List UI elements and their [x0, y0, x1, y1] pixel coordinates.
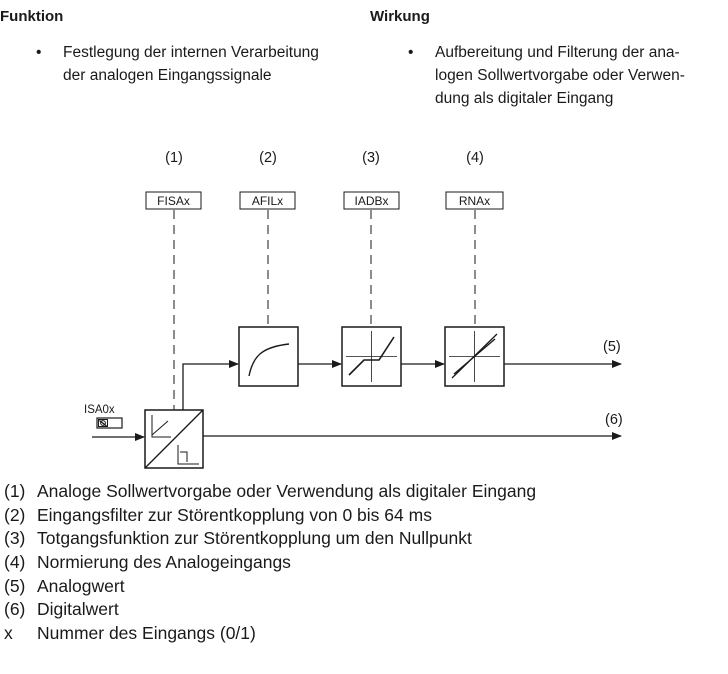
bullet-wirkung: • Aufbereitung und Filterung der ana- lo…	[408, 41, 728, 113]
bullet-line: dung als digitaler Eingang	[435, 90, 614, 107]
legend-key: (1)	[4, 481, 26, 501]
legend-key: (5)	[4, 575, 26, 596]
legend-key: (4)	[4, 552, 26, 573]
bullet-line: logen Sollwertvorgabe oder Verwen-	[435, 67, 685, 84]
filter-block	[238, 326, 299, 387]
bullet-line: der analogen Eingangssignale	[63, 67, 272, 84]
analog-path-arrow	[182, 360, 239, 410]
signal-flow-diagram: (1) (2) (3) (4) FISAx AFILx IADBx RNAx I…	[84, 150, 623, 469]
parameter-label: AFILx	[252, 194, 283, 208]
adc-block	[144, 409, 204, 469]
parameter-box-iadb: IADBx	[343, 191, 400, 210]
legend-text: Nummer des Eingangs (0/1)	[37, 623, 256, 644]
legend-text: Normierung des Analogeingangs	[37, 552, 291, 573]
legend-text: Eingangsfilter zur Störentkopplung von 0…	[37, 504, 432, 525]
bullet-dot: •	[408, 44, 414, 61]
bullet-funktion: • Festlegung der internen Verarbeitung d…	[36, 41, 356, 91]
header-wirkung: Wirkung	[370, 8, 430, 25]
output-label-5: (5)	[603, 339, 621, 355]
legend-key: (2)	[4, 504, 26, 525]
parameter-label: IADBx	[354, 194, 388, 208]
switch-label: ISA0x	[84, 404, 115, 416]
column-number-1: (1)	[165, 150, 183, 166]
legend-key: (6)	[4, 599, 26, 620]
dashed-links	[173, 210, 476, 410]
legend-text: Digitalwert	[37, 599, 119, 620]
legend-key: x	[4, 623, 13, 644]
bullet-dot: •	[36, 44, 42, 61]
column-number-2: (2)	[259, 150, 277, 166]
parameter-box-fisa: FISAx	[145, 191, 202, 210]
output-label-6: (6)	[605, 412, 623, 428]
bullet-line: Aufbereitung und Filterung der ana-	[435, 44, 680, 61]
bullet-text: Aufbereitung und Filterung der ana- loge…	[435, 41, 685, 110]
legend-key: (3)	[4, 528, 26, 549]
parameter-box-rna: RNAx	[445, 191, 504, 210]
legend-text: Analoge Sollwertvorgabe oder Verwendung …	[37, 481, 537, 501]
header-funktion: Funktion	[0, 8, 64, 25]
parameter-label: RNAx	[459, 194, 490, 208]
column-number-3: (3)	[362, 150, 380, 166]
parameter-box-afil: AFILx	[239, 191, 296, 210]
legend-text: Totgangsfunktion zur Störentkopplung um …	[37, 528, 472, 549]
parameter-label: FISAx	[157, 194, 190, 208]
deadband-block	[341, 326, 402, 387]
bullet-text: Festlegung der internen Verarbeitung der…	[63, 41, 319, 87]
scaling-block	[444, 326, 505, 387]
legend-text: Analogwert	[37, 575, 125, 596]
bullet-line: Festlegung der internen Verarbeitung	[63, 44, 319, 61]
column-number-4: (4)	[466, 150, 484, 166]
switch-isa0x: ISA0x	[84, 404, 123, 429]
